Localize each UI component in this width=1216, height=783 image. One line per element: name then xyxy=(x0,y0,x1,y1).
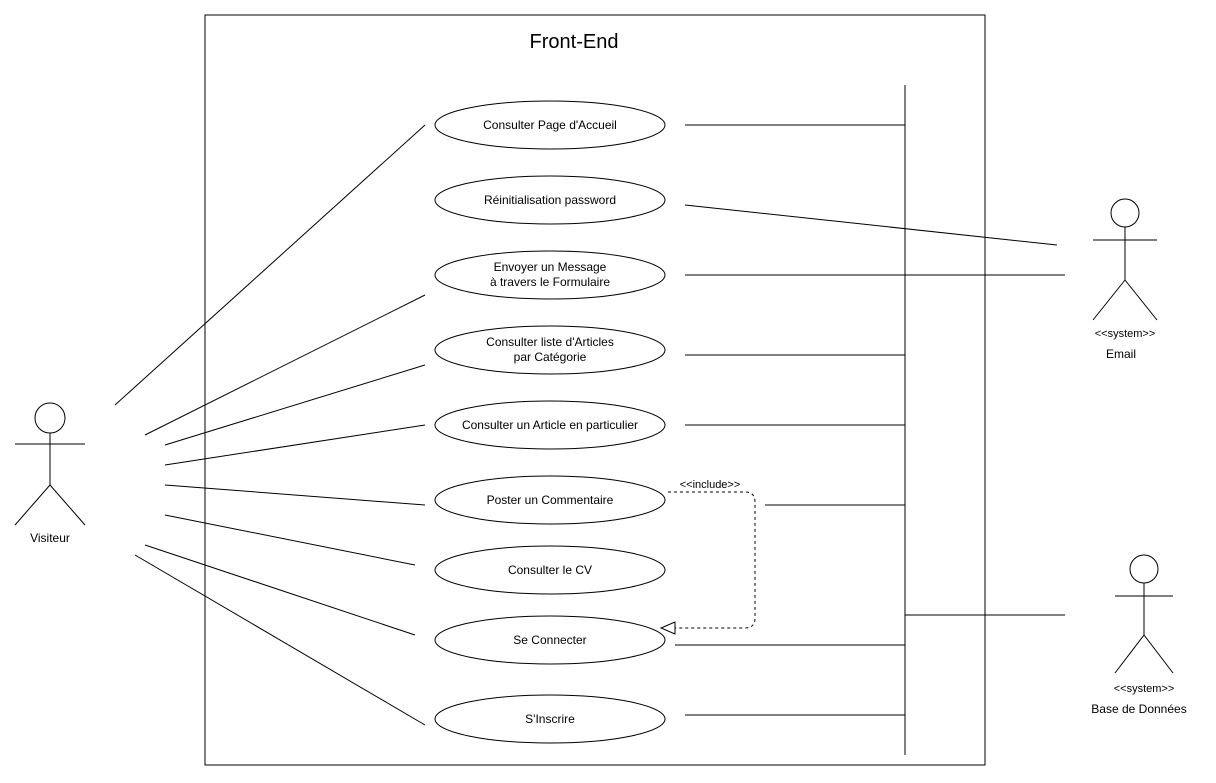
use-case-accueil[interactable]: Consulter Page d'Accueil xyxy=(434,100,666,150)
use-case-label-line2: par Catégorie xyxy=(514,350,587,364)
use-case-ellipse xyxy=(434,175,666,225)
use-case-ellipse xyxy=(434,325,666,375)
actor-visitor-name: Visiteur xyxy=(30,531,70,545)
use-case-commentaire[interactable]: Poster un Commentaire xyxy=(434,475,666,525)
system-title: Front-End xyxy=(530,31,619,53)
use-case-cv[interactable]: Consulter le CV xyxy=(434,545,666,595)
assoc-visitor-connecter xyxy=(144,544,416,636)
use-case-ellipse xyxy=(434,694,666,744)
include-relation: <<include>> xyxy=(659,479,756,635)
assoc-visitor-liste-articles xyxy=(164,364,426,446)
visitor-associations xyxy=(114,124,426,726)
assoc-visitor-accueil xyxy=(114,124,426,406)
include-dashed-line xyxy=(668,491,756,629)
use-case-ellipse xyxy=(434,250,666,300)
use-case-label: S'Inscrire xyxy=(525,712,575,726)
use-case-ellipse xyxy=(434,400,666,450)
use-case-label: Réinitialisation password xyxy=(484,193,616,207)
use-case-ellipse xyxy=(434,100,666,150)
use-case-label-line2: à travers le Formulaire xyxy=(490,275,610,289)
system-associations xyxy=(675,85,1065,755)
use-case-label: Poster un Commentaire xyxy=(487,493,614,507)
use-case-label-line1: Consulter liste d'Articles xyxy=(486,335,614,349)
actor-email-name: Email xyxy=(1106,347,1136,361)
use-case-ellipse xyxy=(434,475,666,525)
assoc-visitor-message xyxy=(144,294,426,436)
include-arrowhead xyxy=(659,621,676,635)
assoc-visitor-inscrire xyxy=(134,554,426,726)
use-case-connecter[interactable]: Se Connecter xyxy=(434,615,666,665)
use-case-label: Consulter le CV xyxy=(508,563,592,577)
use-case-message[interactable]: Envoyer un Message à travers le Formulai… xyxy=(434,250,666,300)
use-case-ellipse xyxy=(434,615,666,665)
stick-figure-icon xyxy=(14,402,86,526)
actor-email[interactable]: <<system>> Email xyxy=(1092,198,1158,361)
assoc-visitor-commentaire xyxy=(164,484,426,506)
actor-database-stereotype: <<system>> xyxy=(1114,683,1175,695)
actor-visitor[interactable]: Visiteur xyxy=(14,402,86,545)
use-case-inscrire[interactable]: S'Inscrire xyxy=(434,694,666,744)
use-case-article[interactable]: Consulter un Article en particulier xyxy=(434,400,666,450)
assoc-password-email xyxy=(684,204,1058,246)
assoc-visitor-article xyxy=(164,424,426,466)
assoc-visitor-cv xyxy=(164,514,416,566)
use-case-label: Consulter Page d'Accueil xyxy=(483,118,617,132)
use-case-password[interactable]: Réinitialisation password xyxy=(434,175,666,225)
use-case-liste-articles[interactable]: Consulter liste d'Articles par Catégorie xyxy=(434,325,666,375)
use-case-label-line1: Envoyer un Message xyxy=(494,260,607,274)
actor-database[interactable]: <<system>> Base de Données xyxy=(1091,554,1187,716)
stick-figure-icon xyxy=(1114,554,1174,674)
include-label: <<include>> xyxy=(680,479,741,491)
stick-figure-icon xyxy=(1092,198,1158,321)
use-case-label: Consulter un Article en particulier xyxy=(462,418,638,432)
use-case-label: Se Connecter xyxy=(513,633,586,647)
actor-email-stereotype: <<system>> xyxy=(1095,328,1156,340)
use-case-ellipse xyxy=(434,545,666,595)
actor-database-name: Base de Données xyxy=(1091,702,1186,716)
